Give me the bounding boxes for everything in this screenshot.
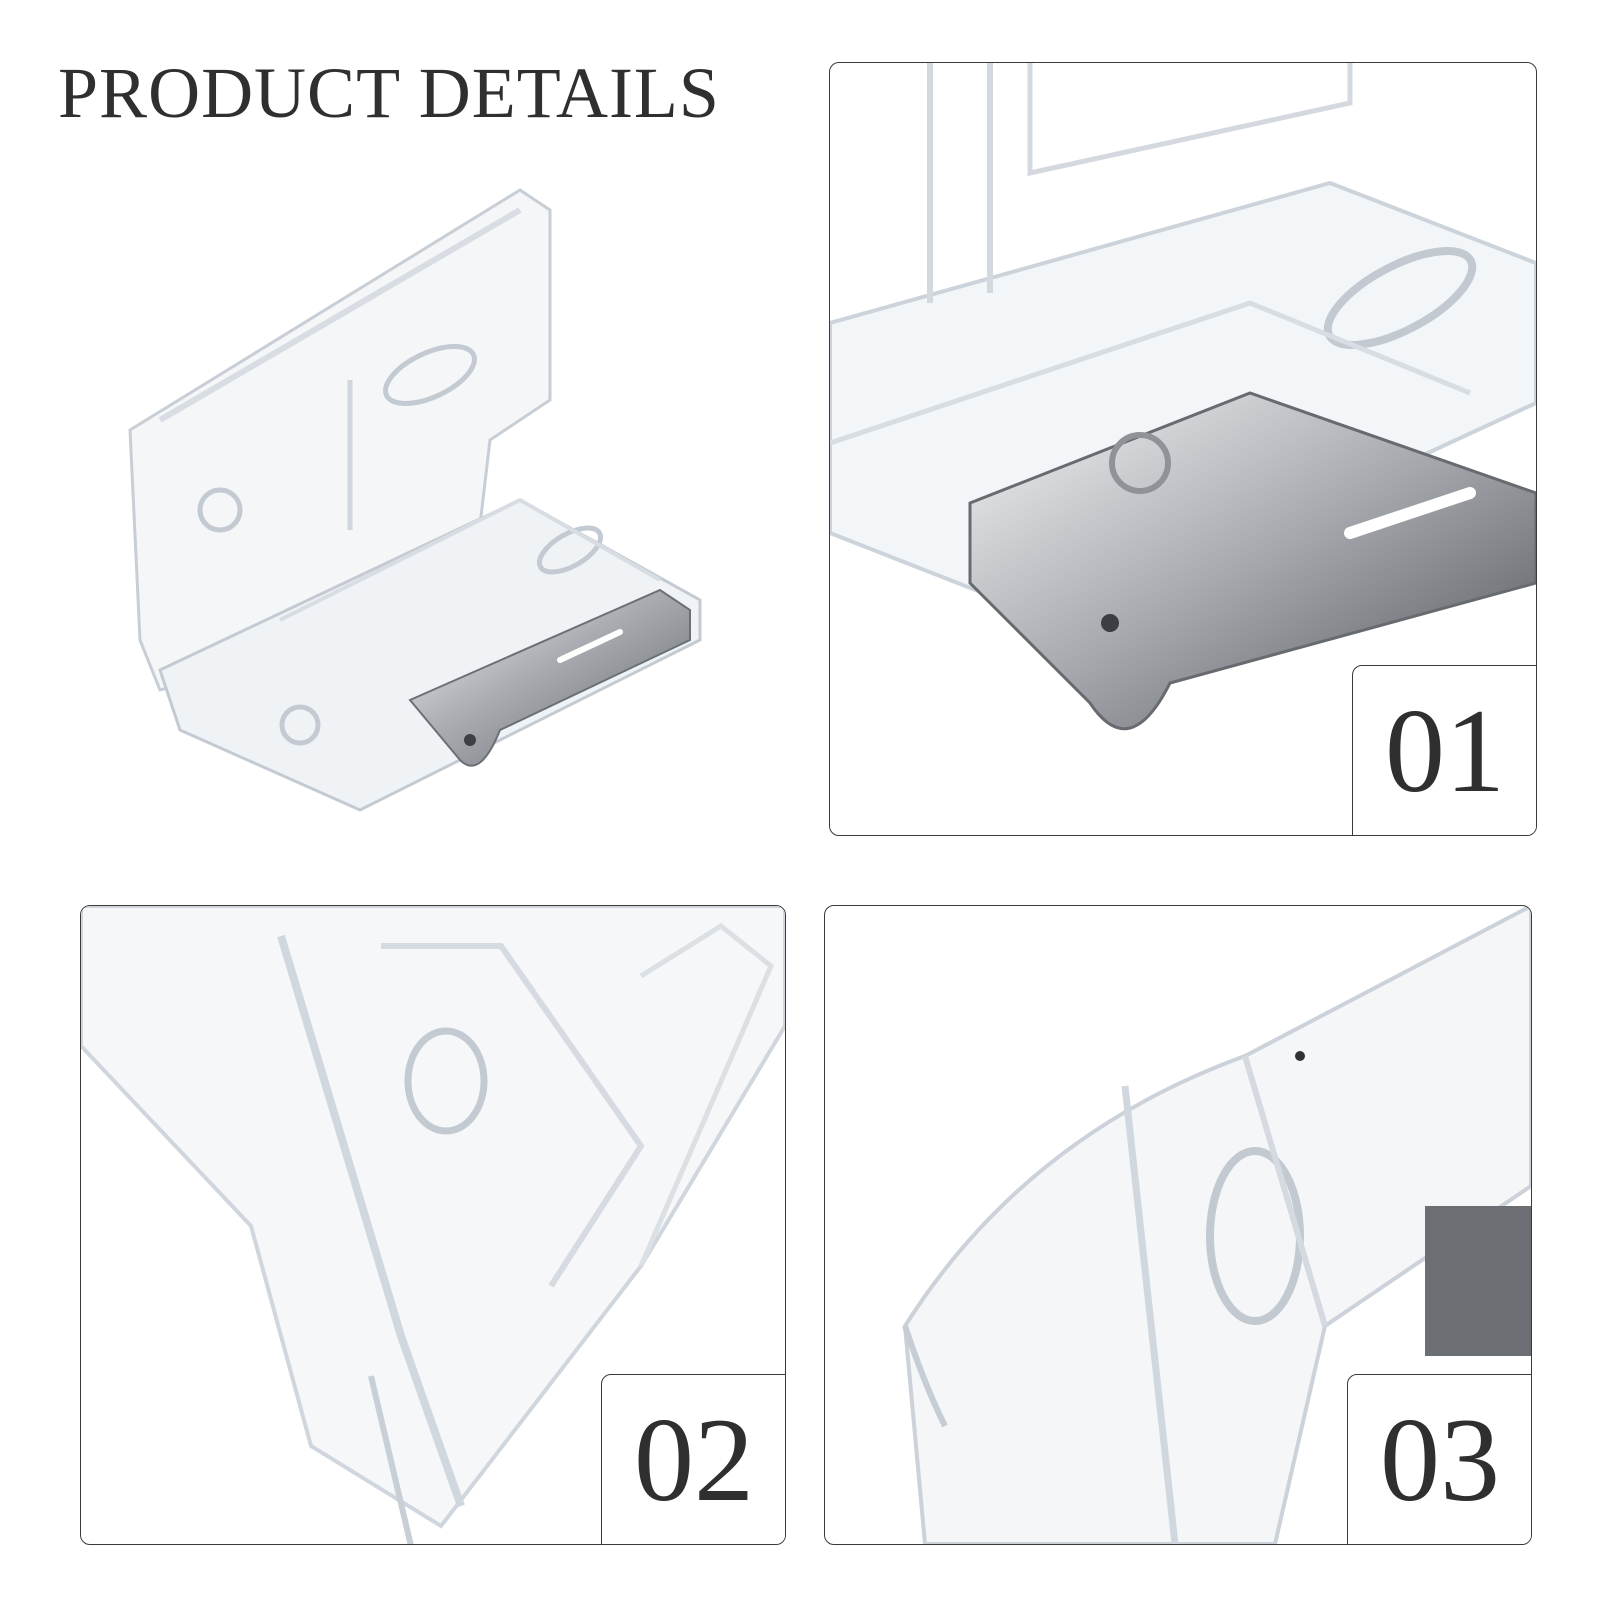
detail-panel-02: 02: [80, 905, 786, 1545]
detail-number-badge: 02: [601, 1374, 785, 1544]
detail-image-01: [830, 63, 1536, 731]
detail-image-03: [902, 906, 1531, 1544]
page-title: PRODUCT DETAILS: [58, 53, 720, 133]
detail-number: 03: [1380, 1393, 1500, 1526]
product-image: [100, 170, 740, 860]
detail-image-02: [81, 906, 785, 1544]
detail-panel-01: 01: [829, 62, 1537, 836]
detail-panel-03: 03: [824, 905, 1532, 1545]
detail-number-badge: 01: [1352, 665, 1536, 835]
detail-number-badge: 03: [1347, 1374, 1531, 1544]
detail-number: 02: [634, 1393, 754, 1526]
detail-number: 01: [1385, 684, 1505, 817]
